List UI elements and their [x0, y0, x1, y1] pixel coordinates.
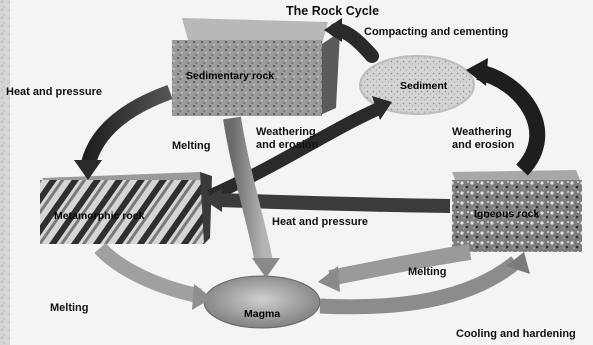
label-sedimentary-rock: Sedimentary rock	[186, 70, 274, 82]
arrow-heat-pressure-left	[74, 92, 170, 180]
label-heat-and-pressure-center: Heat and pressure	[272, 216, 368, 229]
label-melting-left: Melting	[50, 302, 89, 315]
label-weathering-right-line1: Weathering	[452, 126, 514, 139]
label-magma: Magma	[244, 308, 280, 320]
label-compacting-and-cementing: Compacting and cementing	[364, 26, 508, 39]
label-weathering-center: Weathering and erosion	[256, 126, 318, 151]
sedimentary-rock-block	[172, 18, 340, 116]
magma-pool	[204, 276, 320, 328]
metamorphic-rock-block	[40, 172, 212, 244]
label-igneous-rock: Igneous rock	[474, 208, 539, 220]
label-weathering-right: Weathering and erosion	[452, 126, 514, 151]
label-weathering-center-line2: and erosion	[256, 139, 318, 152]
arrow-melting-left	[100, 248, 212, 310]
left-edge-texture	[0, 0, 10, 345]
arrow-melting-right	[318, 252, 470, 292]
label-melting-top: Melting	[172, 140, 211, 153]
label-weathering-right-line2: and erosion	[452, 139, 514, 152]
label-weathering-center-line1: Weathering	[256, 126, 318, 139]
label-cooling-and-hardening: Cooling and hardening	[456, 328, 576, 341]
diagram-title: The Rock Cycle	[286, 4, 379, 18]
label-metamorphic-rock: Metamorphic rock	[54, 210, 144, 222]
label-sediment: Sediment	[400, 80, 447, 92]
arrow-weathering-right	[466, 58, 537, 170]
label-heat-and-pressure-left: Heat and pressure	[6, 86, 102, 99]
label-melting-right: Melting	[408, 266, 447, 279]
